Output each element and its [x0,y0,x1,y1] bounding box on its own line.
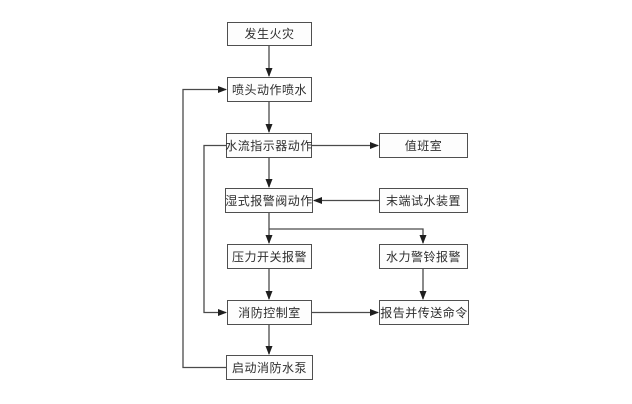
node-fire-occurs: 发生火灾 [227,22,312,46]
node-hydraulic-bell-alarm: 水力警铃报警 [379,244,468,269]
node-fire-control-room: 消防控制室 [227,300,312,325]
node-start-fire-pump: 启动消防水泵 [226,355,313,380]
node-end-test-water-device: 末端试水装置 [379,188,468,213]
node-sprinkler-sprays: 喷头动作喷水 [227,77,312,102]
node-pressure-switch-alarm: 压力开关报警 [227,244,312,269]
node-water-flow-indicator: 水流指示器动作 [225,133,312,158]
node-wet-alarm-valve: 湿式报警阀动作 [225,188,313,213]
node-duty-room: 值班室 [379,133,468,158]
node-report-transmit-command: 报告并传送命令 [379,300,469,325]
